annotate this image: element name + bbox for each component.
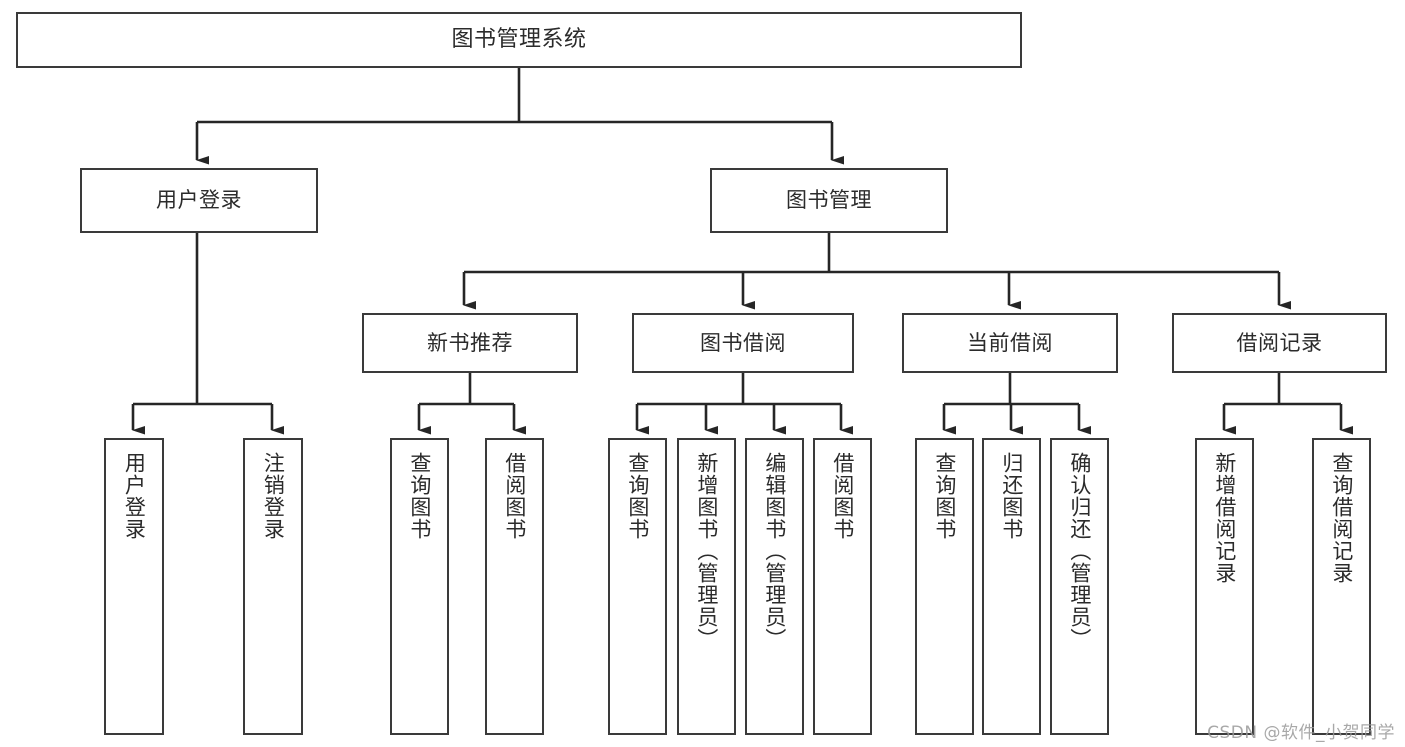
node-user-login-label: 用户登录 (156, 188, 242, 213)
node-book-borrow[interactable]: 图书借阅 (632, 313, 854, 373)
node-book-manage-label: 图书管理 (786, 188, 872, 213)
node-leaf-logout[interactable]: 注销登录 (243, 438, 303, 735)
node-root-label: 图书管理系统 (451, 27, 587, 53)
node-leaf-edit-book[interactable]: 编辑图书（管理员） (745, 438, 804, 735)
node-leaf-return-book[interactable]: 归还图书 (982, 438, 1041, 735)
node-current-borrow-label: 当前借阅 (967, 330, 1053, 355)
node-leaf-add-book-label: 新增图书（管理员） (694, 452, 719, 650)
node-leaf-query-book-3-label: 查询图书 (932, 452, 957, 540)
node-new-book-recommend-label: 新书推荐 (427, 330, 513, 355)
node-leaf-borrow-book-2[interactable]: 借阅图书 (813, 438, 872, 735)
node-leaf-query-book-1[interactable]: 查询图书 (390, 438, 449, 735)
node-leaf-logout-label: 注销登录 (261, 452, 286, 540)
node-leaf-add-record[interactable]: 新增借阅记录 (1195, 438, 1254, 735)
node-leaf-add-book[interactable]: 新增图书（管理员） (677, 438, 736, 735)
watermark-text: CSDN @软件_小贺同学 (1207, 723, 1395, 743)
node-book-borrow-label: 图书借阅 (700, 330, 786, 355)
node-leaf-query-book-1-label: 查询图书 (407, 452, 432, 540)
node-leaf-edit-book-label: 编辑图书（管理员） (762, 452, 787, 650)
node-borrow-record-label: 借阅记录 (1236, 330, 1323, 355)
node-user-login[interactable]: 用户登录 (80, 168, 318, 233)
node-root[interactable]: 图书管理系统 (16, 12, 1022, 68)
node-leaf-user-login[interactable]: 用户登录 (104, 438, 164, 735)
node-leaf-return-book-label: 归还图书 (999, 452, 1024, 540)
node-book-manage[interactable]: 图书管理 (710, 168, 948, 233)
node-leaf-borrow-book-2-label: 借阅图书 (830, 452, 855, 540)
node-borrow-record[interactable]: 借阅记录 (1172, 313, 1387, 373)
node-leaf-confirm-return-label: 确认归还（管理员） (1067, 452, 1092, 650)
node-leaf-query-book-2-label: 查询图书 (625, 452, 650, 540)
node-leaf-borrow-book-1[interactable]: 借阅图书 (485, 438, 544, 735)
node-current-borrow[interactable]: 当前借阅 (902, 313, 1118, 373)
node-leaf-query-book-3[interactable]: 查询图书 (915, 438, 974, 735)
node-new-book-recommend[interactable]: 新书推荐 (362, 313, 578, 373)
node-leaf-add-record-label: 新增借阅记录 (1212, 452, 1237, 584)
node-leaf-query-record[interactable]: 查询借阅记录 (1312, 438, 1371, 735)
node-leaf-confirm-return[interactable]: 确认归还（管理员） (1050, 438, 1109, 735)
node-leaf-query-book-2[interactable]: 查询图书 (608, 438, 667, 735)
node-leaf-borrow-book-1-label: 借阅图书 (502, 452, 527, 540)
node-leaf-query-record-label: 查询借阅记录 (1329, 452, 1354, 584)
node-leaf-user-login-label: 用户登录 (122, 452, 147, 540)
